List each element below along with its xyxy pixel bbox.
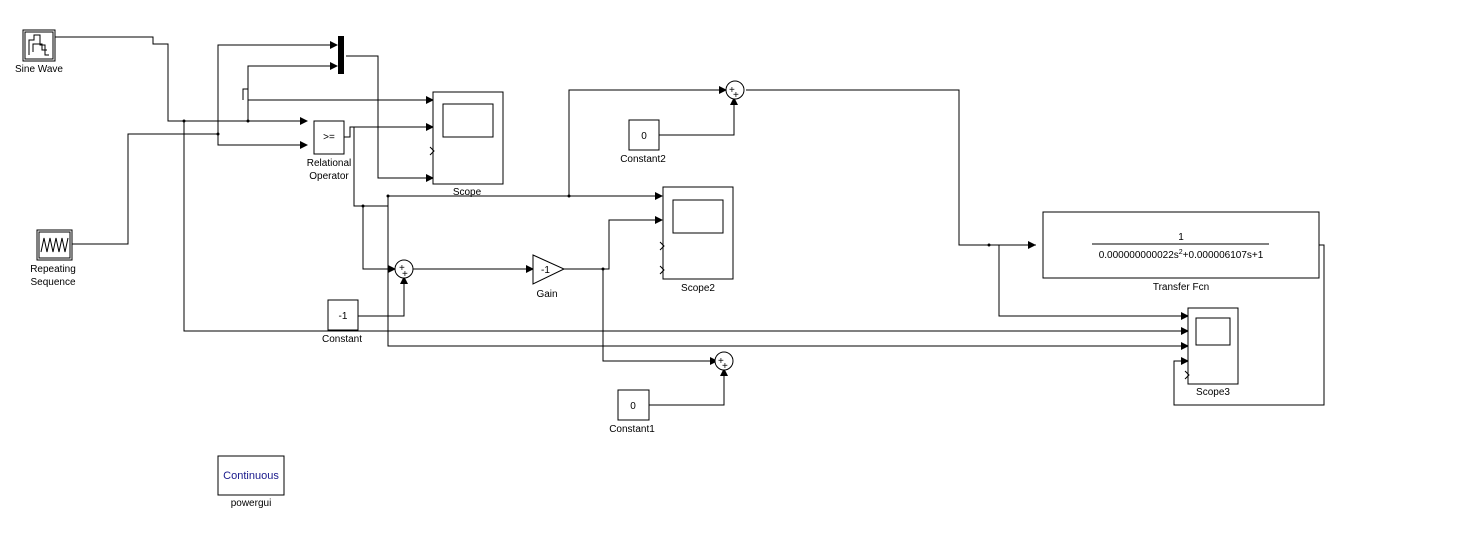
wire-sum2-out[interactable] bbox=[746, 89, 1036, 246]
gain-block[interactable]: -1 bbox=[532, 254, 566, 285]
wire-sine-to-scope3[interactable] bbox=[183, 121, 1181, 332]
repeating-sequence-label-2: Sequence bbox=[30, 277, 75, 288]
wire-mux-to-scope[interactable] bbox=[346, 55, 426, 179]
svg-text:+: + bbox=[402, 269, 408, 280]
wire-relop-branch[interactable] bbox=[353, 127, 363, 207]
wire-gain-to-sum1[interactable] bbox=[602, 269, 710, 362]
relational-operator-symbol: >= bbox=[323, 132, 335, 143]
scope3-label: Scope3 bbox=[1196, 387, 1230, 398]
scope-block[interactable] bbox=[429, 91, 504, 185]
transfer-fcn-denominator: 0.000000000022s2+0.000006107s+1 bbox=[1099, 249, 1264, 261]
svg-text:+: + bbox=[718, 356, 724, 367]
wire-constant-to-sum[interactable] bbox=[357, 284, 405, 317]
scope2-label: Scope2 bbox=[681, 283, 715, 294]
transfer-fcn-label: Transfer Fcn bbox=[1153, 282, 1209, 293]
sawtooth-icon bbox=[40, 237, 69, 253]
gain-value: -1 bbox=[541, 265, 550, 276]
constant1-block[interactable]: 0 bbox=[617, 389, 650, 421]
wire-gain-out[interactable] bbox=[564, 219, 655, 270]
svg-text:+: + bbox=[722, 361, 728, 372]
sum-block[interactable]: + + bbox=[394, 259, 414, 280]
constant1-value: 0 bbox=[630, 401, 636, 412]
scope3-block[interactable] bbox=[1184, 307, 1239, 385]
constant-value: -1 bbox=[339, 311, 348, 322]
constant2-block[interactable]: 0 bbox=[628, 119, 660, 151]
sine-wave-block[interactable] bbox=[22, 29, 56, 62]
sum2-block[interactable]: + + bbox=[725, 80, 745, 101]
wire-constant1-to-sum1[interactable] bbox=[649, 376, 725, 406]
mux-block[interactable] bbox=[338, 36, 344, 74]
wire-relop-out[interactable] bbox=[344, 126, 426, 138]
signal-wires bbox=[55, 36, 1325, 406]
wire-relop-to-sum[interactable] bbox=[362, 206, 388, 270]
relational-operator-label-1: Relational bbox=[307, 158, 351, 169]
scope2-screen-icon bbox=[672, 199, 724, 234]
constant-label: Constant bbox=[322, 334, 362, 345]
wire-relop-to-scope3[interactable] bbox=[387, 196, 1181, 347]
wire-sine-out[interactable] bbox=[55, 36, 300, 122]
wire-sine-to-mux[interactable] bbox=[247, 65, 330, 121]
gain-label: Gain bbox=[536, 289, 557, 300]
constant1-label: Constant1 bbox=[609, 424, 655, 435]
wire-sum2-to-scope3[interactable] bbox=[998, 245, 1181, 317]
wire-constant2-to-sum2[interactable] bbox=[659, 105, 735, 136]
svg-text:+: + bbox=[729, 85, 735, 96]
sum1-block[interactable]: + + bbox=[714, 351, 734, 372]
wire-repseq-out[interactable] bbox=[72, 133, 218, 245]
scope-screen-icon bbox=[442, 103, 494, 138]
wire-relop-to-scope2[interactable] bbox=[363, 195, 655, 207]
powergui-block[interactable]: Continuous bbox=[217, 455, 285, 496]
svg-text:+: + bbox=[399, 263, 405, 274]
wire-tf-out[interactable] bbox=[1173, 244, 1325, 406]
scope3-screen-icon bbox=[1195, 317, 1231, 346]
wire-sine-branch-small[interactable] bbox=[242, 88, 248, 100]
scope2-block[interactable] bbox=[659, 186, 734, 280]
transfer-fcn-numerator: 1 bbox=[1178, 232, 1184, 243]
wire-repseq-to-relop[interactable] bbox=[217, 134, 300, 146]
wire-to-sum-top[interactable] bbox=[568, 89, 719, 196]
transfer-fcn-block[interactable]: 1 0.000000000022s2+0.000006107s+1 bbox=[1042, 211, 1320, 279]
constant2-label: Constant2 bbox=[620, 154, 666, 165]
relational-operator-block[interactable]: >= bbox=[313, 120, 345, 155]
branch-points bbox=[182, 119, 991, 271]
wire-repseq-to-mux[interactable] bbox=[217, 44, 330, 134]
repeating-sequence-block[interactable] bbox=[36, 229, 73, 261]
sine-wave-label: Sine Wave bbox=[15, 64, 63, 75]
svg-text:+: + bbox=[733, 90, 739, 101]
relational-operator-label-2: Operator bbox=[309, 171, 349, 182]
powergui-label: powergui bbox=[231, 498, 272, 509]
powergui-mode: Continuous bbox=[223, 470, 279, 482]
constant2-value: 0 bbox=[641, 131, 647, 142]
constant-block[interactable]: -1 bbox=[327, 299, 359, 331]
wire-arrowheads bbox=[300, 41, 1189, 376]
scope-label: Scope bbox=[453, 187, 482, 198]
repeating-sequence-label-1: Repeating bbox=[30, 264, 76, 275]
